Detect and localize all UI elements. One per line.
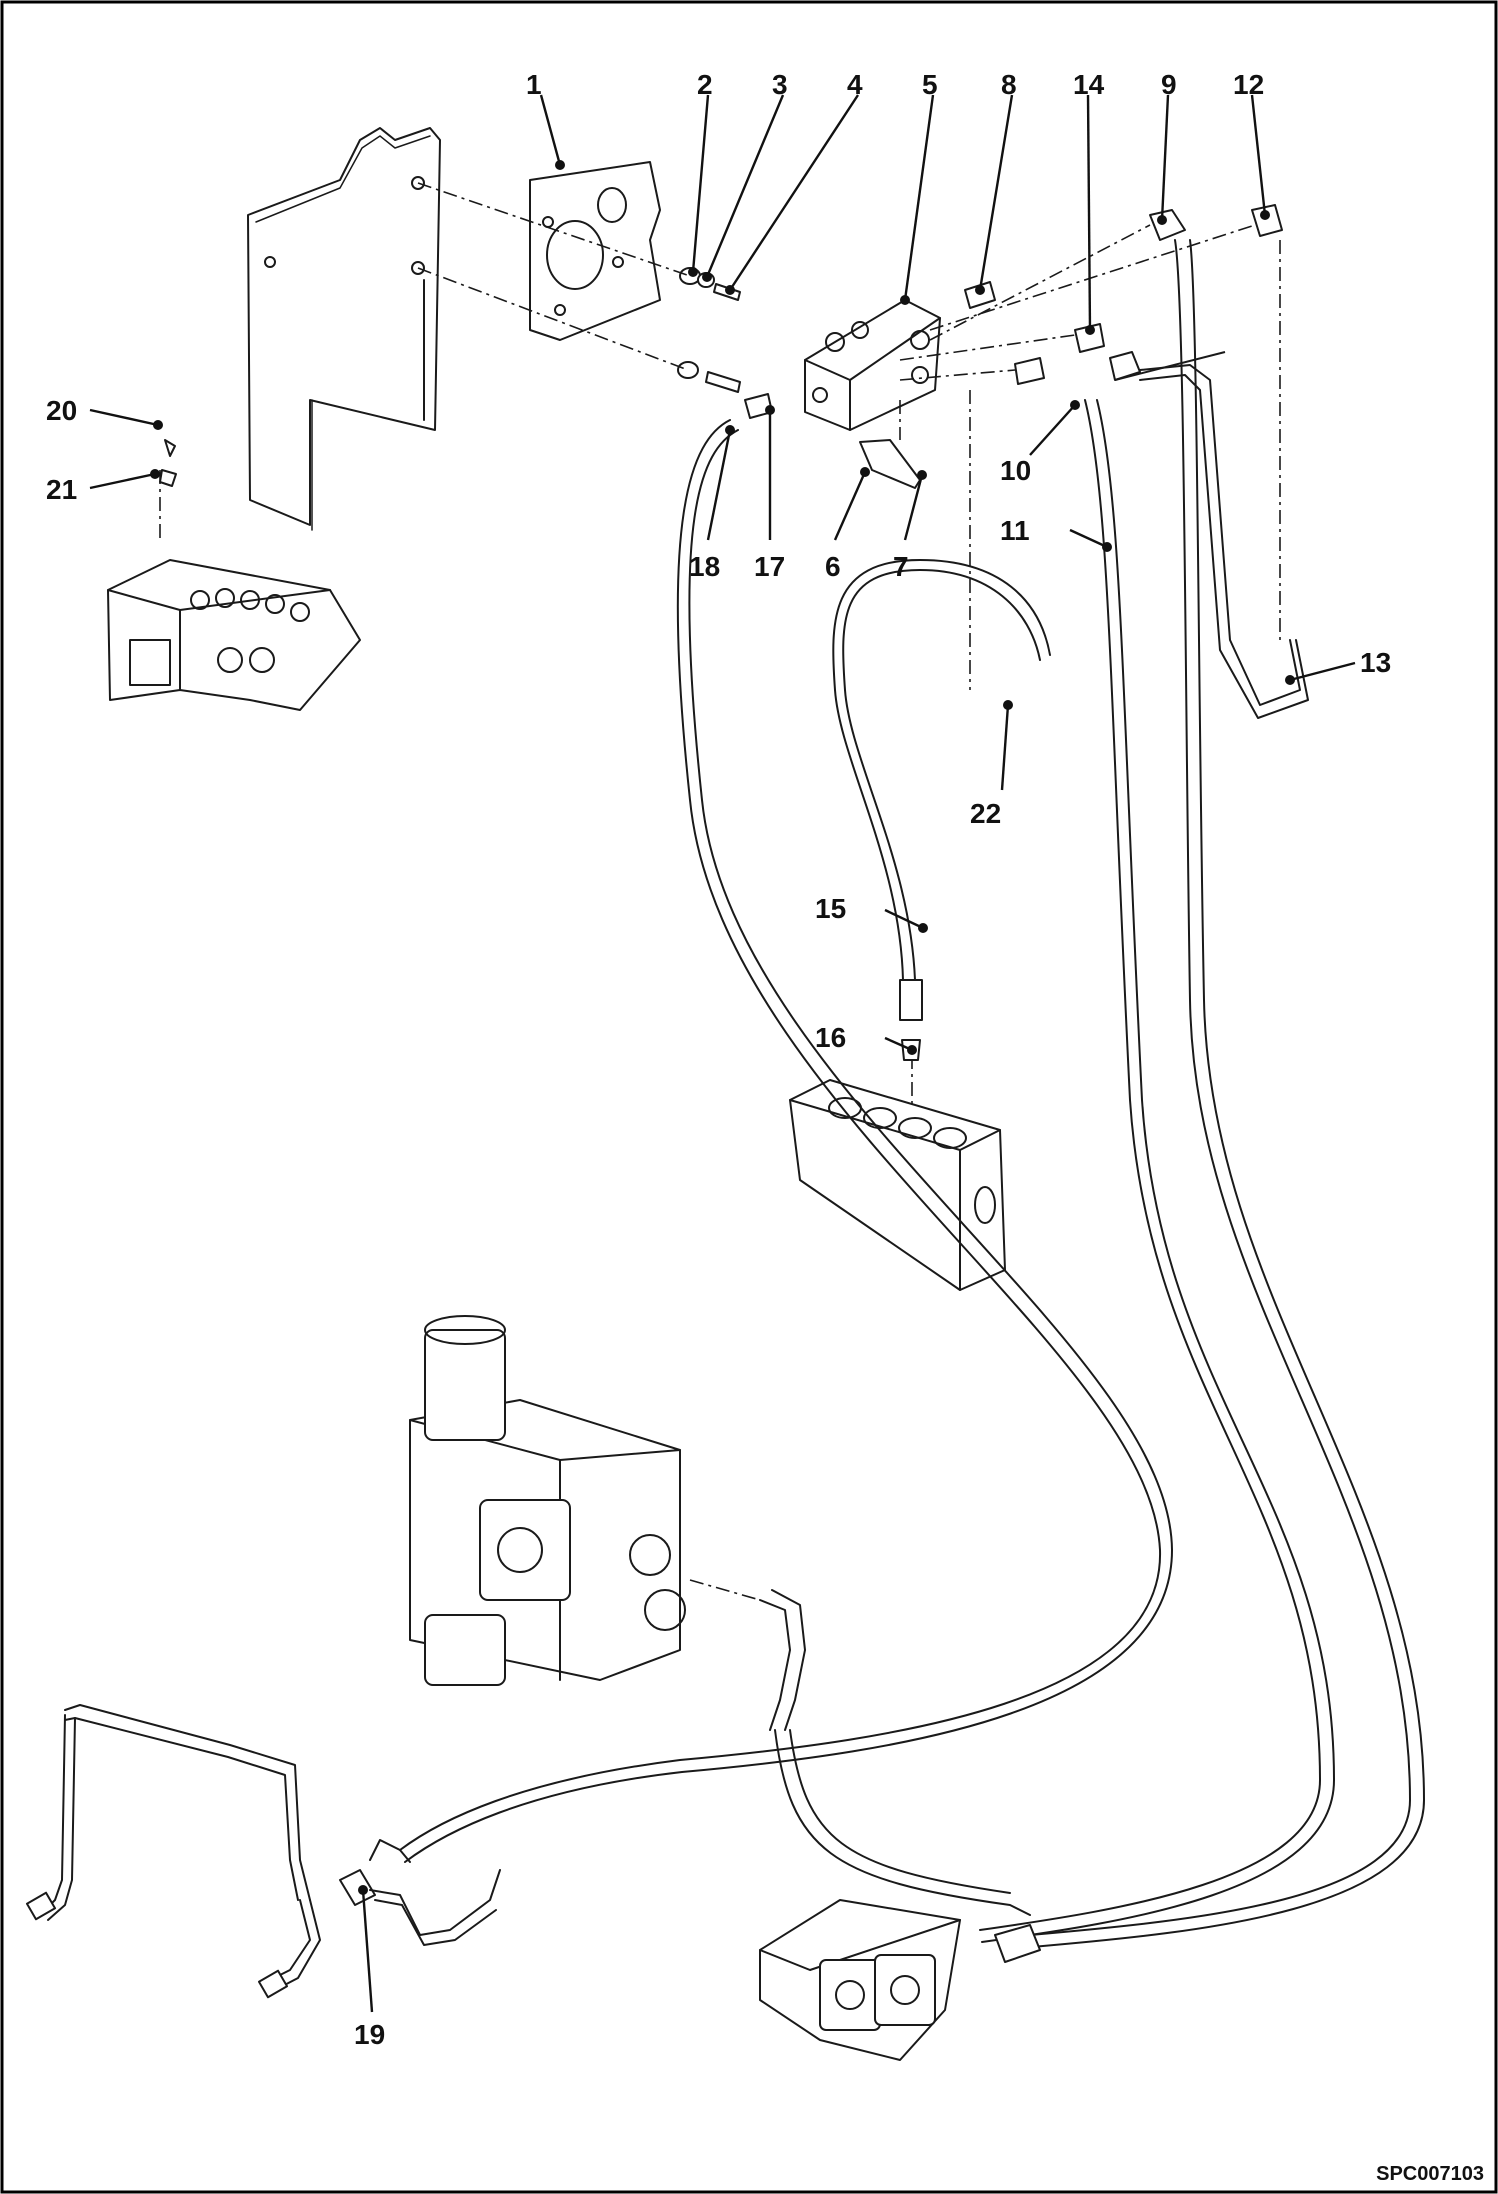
callout-14: 14 — [1073, 69, 1105, 100]
callout-9: 9 — [1161, 69, 1177, 100]
callout-19: 19 — [354, 2019, 385, 2050]
callout-5: 5 — [922, 69, 938, 100]
callout-18: 18 — [689, 551, 720, 582]
plate-part-1 — [529, 161, 661, 341]
callout-8: 8 — [1001, 69, 1017, 100]
callout-13: 13 — [1360, 647, 1391, 678]
callout-21: 21 — [46, 474, 77, 505]
callout-6: 6 — [825, 551, 841, 582]
fittings-upper — [744, 204, 1283, 489]
callout-7: 7 — [893, 551, 909, 582]
callout-1: 1 — [526, 69, 542, 100]
callout-2: 2 — [697, 69, 713, 100]
solenoid-valve-assembly — [409, 1315, 1031, 1916]
figure-reference: SPC007103 — [1376, 2163, 1484, 2185]
callout-4: 4 — [847, 69, 863, 100]
callout-10: 10 — [1000, 455, 1031, 486]
alignment-lines — [159, 182, 1281, 1601]
hose-part-11 — [979, 399, 1335, 1943]
hose-part-18 — [399, 419, 1173, 1863]
callout-labels: 1 2 3 4 5 6 7 8 9 10 11 12 13 14 15 16 1… — [46, 69, 1391, 2050]
hose-part-15 — [832, 559, 1051, 1061]
callout-12: 12 — [1233, 69, 1264, 100]
callout-16: 16 — [815, 1022, 846, 1053]
valve-block-part-5 — [804, 299, 941, 431]
tube-part-13 — [1029, 239, 1425, 1948]
callout-11: 11 — [1000, 515, 1030, 546]
callout-leaders — [89, 94, 1356, 2013]
hydraulic-pump — [759, 1899, 1041, 2061]
callout-3: 3 — [772, 69, 788, 100]
tube-assembly-lower-left — [25, 1704, 501, 1999]
callout-22: 22 — [970, 798, 1001, 829]
callout-15: 15 — [815, 893, 846, 924]
mounting-panel — [247, 127, 441, 531]
callout-17: 17 — [754, 551, 785, 582]
control-valve-upper-left — [107, 439, 361, 711]
callout-20: 20 — [46, 395, 77, 426]
